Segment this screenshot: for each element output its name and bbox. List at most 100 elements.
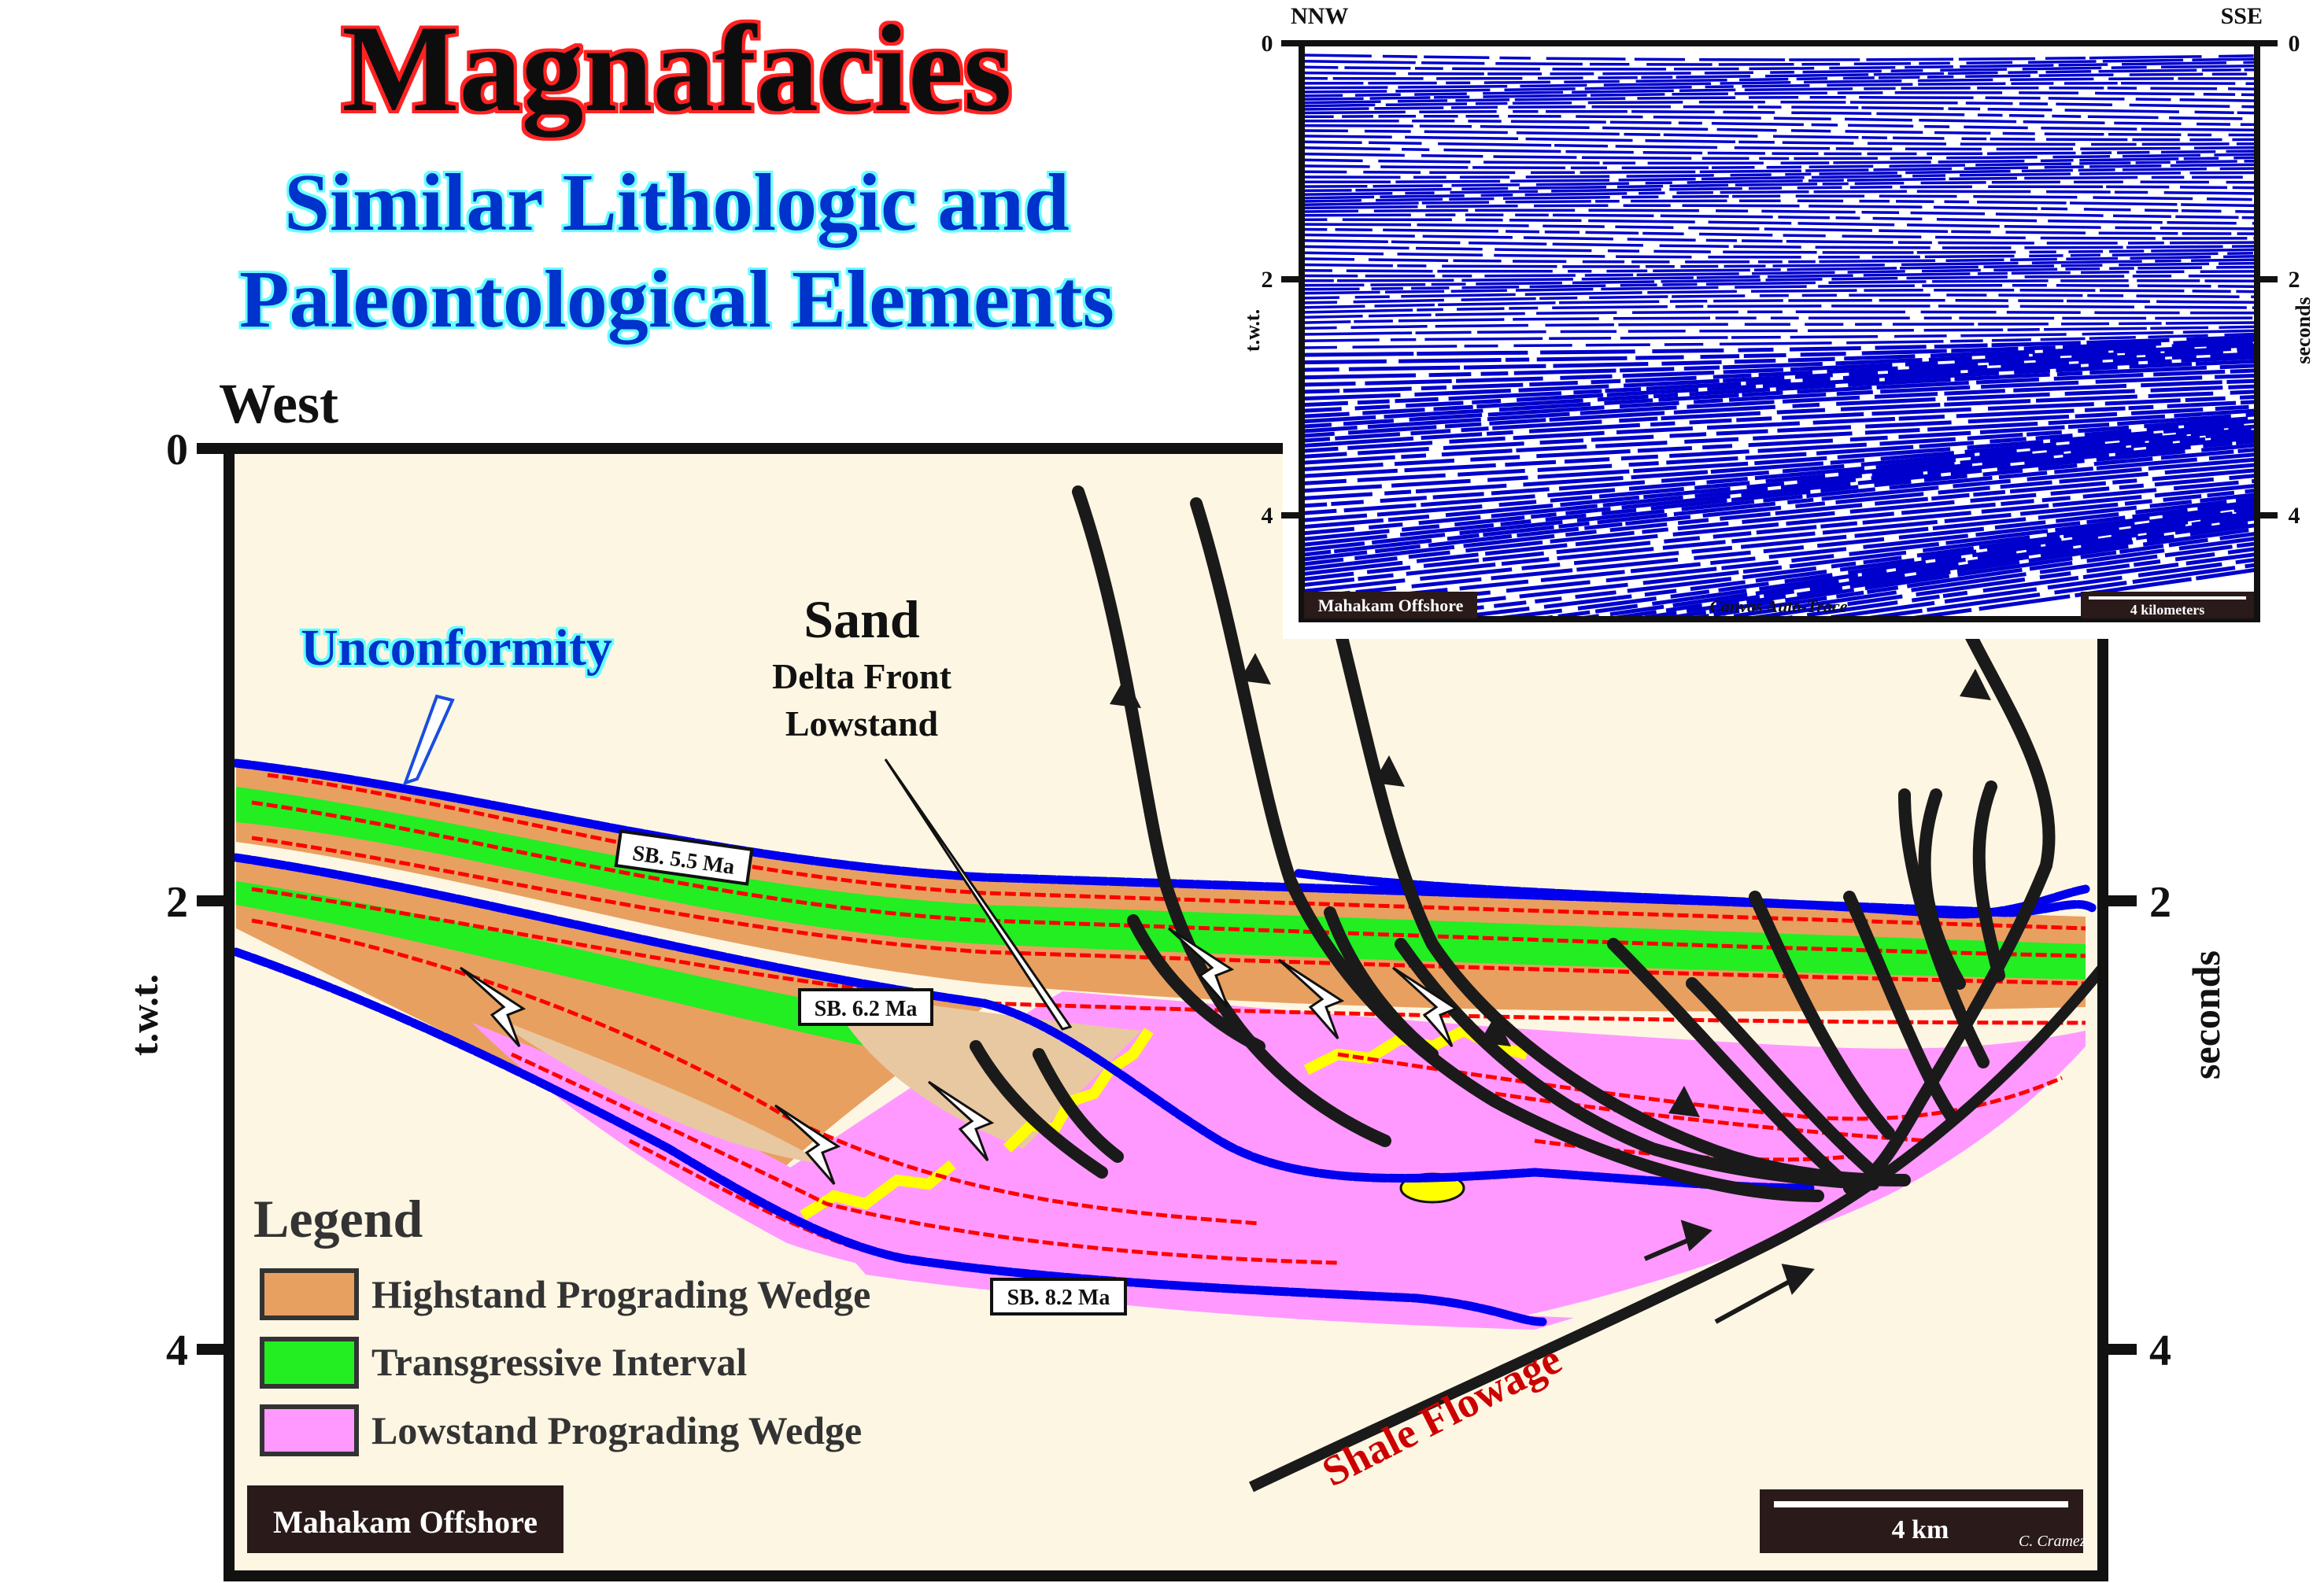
seismic-reflector [1302, 171, 2257, 184]
seismic-reflector [1302, 432, 2257, 522]
seismic-reflector [1302, 109, 2243, 120]
seismic-reflector [1766, 552, 2257, 619]
fault-motion-arrows [1110, 653, 1991, 1117]
legend-title: Legend [253, 1189, 423, 1249]
seismic-reflector [1302, 204, 2257, 213]
seismic-reflector [1302, 180, 2257, 193]
seismic-reflector [1302, 427, 2252, 508]
left-tick-0: 0 [166, 426, 188, 474]
seismic-reflector [1302, 190, 2257, 200]
legend-label-lowstand: Lowstand Prograding Wedge [371, 1408, 862, 1452]
direction-label-west: West [219, 372, 338, 435]
lowstand-main-wedge [771, 991, 2086, 1322]
seismic-reflector [1302, 493, 2257, 594]
seismic-reflector [1302, 416, 2248, 478]
seismic-left-tick-4: 4 [1262, 503, 1273, 529]
unconformity-label: Unconformity [301, 619, 612, 677]
seismic-reflector [1302, 72, 2248, 85]
seismic-reflector [1302, 61, 2257, 71]
seismic-reflector [1302, 213, 2257, 225]
seismic-reflector [1302, 325, 2257, 336]
location-label: Mahakam Offshore [273, 1504, 538, 1540]
seismic-reflector [1890, 567, 2257, 619]
unconformity-surfaces [231, 758, 2098, 1327]
seismic-reflector [1302, 251, 2254, 259]
section-frame [224, 443, 2108, 1581]
seismic-reflector [1302, 175, 2257, 188]
transgressive-upper-band [236, 787, 2086, 980]
seismic-reflector [1302, 304, 2257, 314]
seismic-reflector [1302, 378, 2257, 434]
sand-subtitle-1: Delta Front [772, 656, 952, 696]
seismic-reflector [1302, 363, 2257, 419]
seismic-reflector [1302, 68, 2257, 80]
seismic-reflector [1302, 239, 2257, 249]
seismic-right-axis-label: seconds [2292, 297, 2315, 363]
seismic-reflector [1302, 421, 2257, 493]
seismic-reflector [1302, 258, 2257, 268]
seismic-reflector [1302, 384, 2257, 438]
seismic-reflector [1302, 223, 2257, 235]
seismic-reflector [1302, 389, 2257, 443]
seismic-right-tick-0: 0 [2289, 31, 2300, 57]
scale-bar-label: 4 km [1892, 1515, 1949, 1544]
seismic-method-label: Canvas Auto-Trace [1710, 596, 1848, 616]
seismic-reflector [1302, 233, 2257, 245]
seismic-reflector [1302, 329, 2257, 342]
seismic-right-tick-4: 4 [2289, 503, 2300, 529]
growth-faults [970, 485, 2056, 1202]
seismic-reflector [1302, 65, 2257, 76]
seismic-reflector [1302, 265, 2257, 278]
seismic-reflector [1420, 511, 2257, 619]
seismic-reflector [1302, 54, 2254, 61]
seismic-inset: NNW SSE 0 2 4 0 2 4 t.w.t. seconds Mahak… [1241, 3, 2315, 639]
seismic-reflector [1673, 536, 2257, 619]
right-tick-2: 2 [2149, 878, 2171, 927]
left-axis-label: t.w.t. [122, 974, 166, 1056]
sb-6-2-label: SB. 6.2 Ma [815, 997, 918, 1021]
right-tick-4: 4 [2149, 1327, 2171, 1375]
legend-swatch-lowstand [260, 1404, 359, 1456]
seismic-left-tick-2: 2 [1262, 267, 1273, 293]
seismic-reflector [1302, 227, 2257, 240]
seismic-reflector [1302, 368, 2257, 424]
seismic-reflector [1560, 520, 2248, 619]
seismic-reflector [1302, 100, 2257, 109]
sand-delta-front-1 [800, 1160, 956, 1220]
seismic-reflector [1302, 468, 2257, 566]
tan-basal-wedge [488, 1015, 826, 1164]
seismic-location-box [1304, 592, 1477, 618]
seismic-location-label: Mahakam Offshore [1318, 596, 1464, 615]
legend-label-highstand: Highstand Prograding Wedge [371, 1272, 870, 1316]
seismic-reflector [1302, 404, 2249, 459]
seismic-frame [1299, 40, 2260, 622]
sb-5-5-label-box: SB. 5.5 Ma [614, 829, 754, 886]
seismic-reflector [1302, 105, 2257, 115]
seismic-reflector [1302, 478, 2257, 577]
seismic-reflector [1521, 516, 2257, 619]
scale-bar-box [1760, 1489, 2083, 1553]
seismic-reflector [1302, 156, 2257, 165]
seismic-reflector [1302, 338, 2257, 365]
seismic-reflector [1302, 412, 2257, 472]
seismic-reflector [1302, 96, 2257, 105]
right-axis-label: seconds [2184, 950, 2228, 1079]
seismic-left-axis-label: t.w.t. [1241, 309, 1264, 352]
location-label-box [247, 1485, 563, 1553]
sb-6-2-label-box: SB. 6.2 Ma [798, 988, 933, 1026]
page-subtitle-line1: Similar Lithologic and [284, 157, 1070, 248]
left-tick-2: 2 [166, 878, 188, 927]
section-axis-ticks [197, 443, 2137, 1355]
seismic-dir-right: SSE [2221, 3, 2263, 29]
seismic-reflector [1302, 288, 2257, 300]
seismic-reflector [1302, 87, 2257, 98]
left-tick-4: 4 [166, 1327, 188, 1375]
seismic-reflector [1302, 349, 2257, 394]
seismic-dir-left: NNW [1291, 3, 1348, 29]
seismic-right-tick-2: 2 [2289, 267, 2300, 293]
seismic-reflector [1302, 483, 2257, 581]
page-subtitle-line2: Paleontological Elements [239, 254, 1114, 345]
seismic-reflector [1302, 463, 2257, 562]
seismic-reflector [1302, 159, 2257, 170]
seismic-reflector [1302, 199, 2257, 208]
